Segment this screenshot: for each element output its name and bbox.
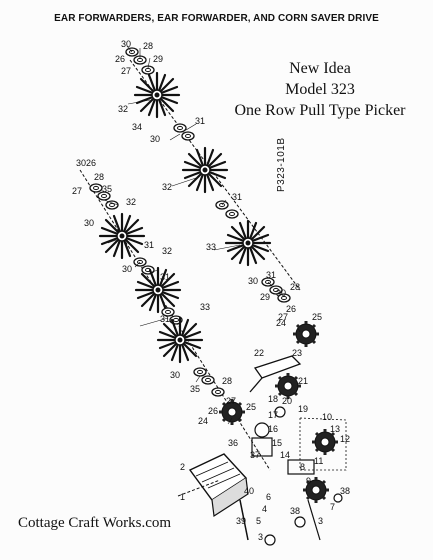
callout-19: 19 bbox=[298, 404, 308, 414]
callout-14: 14 bbox=[280, 450, 290, 460]
callout-3: 3 bbox=[258, 532, 263, 542]
callout-26: 26 bbox=[286, 304, 296, 314]
callout-27: 27 bbox=[121, 66, 131, 76]
callout-26: 26 bbox=[208, 406, 218, 416]
callout-31: 31 bbox=[195, 116, 205, 126]
callout-30: 30 bbox=[84, 218, 94, 228]
callout-26: 26 bbox=[115, 54, 125, 64]
callout-31: 31 bbox=[266, 270, 276, 280]
callout-28: 28 bbox=[290, 282, 300, 292]
part-callouts: 30 28 29 26 27 32 31 34 30 32 31 30 26 2… bbox=[72, 39, 350, 542]
callout-24: 24 bbox=[198, 416, 208, 426]
callout-4: 4 bbox=[262, 504, 267, 514]
callout-27: 27 bbox=[72, 186, 82, 196]
callout-32: 32 bbox=[162, 182, 172, 192]
callout-12: 12 bbox=[340, 434, 350, 444]
callout-35: 35 bbox=[102, 184, 112, 194]
callout-24: 24 bbox=[276, 318, 286, 328]
callout-26: 26 bbox=[86, 158, 96, 168]
upper-forwarder-assembly bbox=[125, 47, 321, 349]
callout-17: 17 bbox=[268, 410, 278, 420]
callout-40: 40 bbox=[244, 486, 254, 496]
callout-6: 6 bbox=[266, 492, 271, 502]
callout-38: 38 bbox=[290, 506, 300, 516]
callout-10: 10 bbox=[322, 412, 332, 422]
model-name: Model 323 bbox=[285, 81, 355, 98]
model-description: One Row Pull Type Picker bbox=[234, 102, 406, 119]
callout-30: 30 bbox=[248, 276, 258, 286]
callout-23: 23 bbox=[292, 348, 302, 358]
title-block: New Idea Model 323 One Row Pull Type Pic… bbox=[215, 58, 425, 121]
diagram-header: EAR FORWARDERS, EAR FORWARDER, AND CORN … bbox=[54, 13, 379, 24]
callout-5: 5 bbox=[256, 516, 261, 526]
callout-31: 31 bbox=[232, 192, 242, 202]
callout-37: 37 bbox=[250, 450, 260, 460]
corn-saver-plate bbox=[177, 453, 249, 518]
callout-30: 30 bbox=[76, 158, 86, 168]
callout-32: 32 bbox=[162, 246, 172, 256]
callout-22: 22 bbox=[254, 348, 264, 358]
callout-32: 32 bbox=[126, 197, 136, 207]
callout-25: 25 bbox=[246, 402, 256, 412]
callout-9: 9 bbox=[306, 476, 311, 486]
corn-saver-drive bbox=[239, 355, 347, 546]
callout-30: 30 bbox=[150, 134, 160, 144]
callout-39: 39 bbox=[236, 516, 246, 526]
callout-27: 27 bbox=[278, 312, 288, 322]
callout-25: 25 bbox=[312, 312, 322, 322]
callout-7: 7 bbox=[330, 502, 335, 512]
callout-31: 31 bbox=[160, 272, 170, 282]
callout-27: 27 bbox=[226, 396, 236, 406]
callout-20: 20 bbox=[282, 396, 292, 406]
callout-11: 11 bbox=[314, 456, 323, 466]
callout-28: 28 bbox=[143, 41, 153, 51]
callout-8: 8 bbox=[300, 462, 305, 472]
callout-21: 21 bbox=[298, 376, 308, 386]
callout-28: 28 bbox=[94, 172, 104, 182]
callout-36: 36 bbox=[228, 438, 238, 448]
callout-35: 35 bbox=[190, 384, 200, 394]
callout-30: 30 bbox=[170, 370, 180, 380]
callout-33: 33 bbox=[200, 302, 210, 312]
callout-3: 3 bbox=[318, 516, 323, 526]
callout-28: 28 bbox=[222, 376, 232, 386]
callout-33: 33 bbox=[206, 242, 216, 252]
callout-29: 29 bbox=[153, 54, 163, 64]
source-credit: Cottage Craft Works.com bbox=[18, 515, 172, 531]
brand-name: New Idea bbox=[289, 60, 351, 77]
callout-1: 1 bbox=[180, 492, 185, 502]
callout-29: 29 bbox=[260, 292, 270, 302]
callout-30: 30 bbox=[276, 288, 286, 298]
callout-31: 31 bbox=[160, 314, 170, 324]
callout-30: 30 bbox=[121, 39, 131, 49]
callout-34: 34 bbox=[132, 122, 142, 132]
callout-32: 32 bbox=[118, 104, 128, 114]
callout-38: 38 bbox=[340, 486, 350, 496]
callout-18: 18 bbox=[268, 394, 278, 404]
callout-15: 15 bbox=[272, 438, 282, 448]
callout-16: 16 bbox=[268, 424, 278, 434]
callout-13: 13 bbox=[330, 424, 340, 434]
callout-30: 30 bbox=[122, 264, 132, 274]
callout-2: 2 bbox=[180, 462, 185, 472]
callout-31: 31 bbox=[144, 240, 154, 250]
lower-forwarder-assembly bbox=[79, 169, 271, 471]
